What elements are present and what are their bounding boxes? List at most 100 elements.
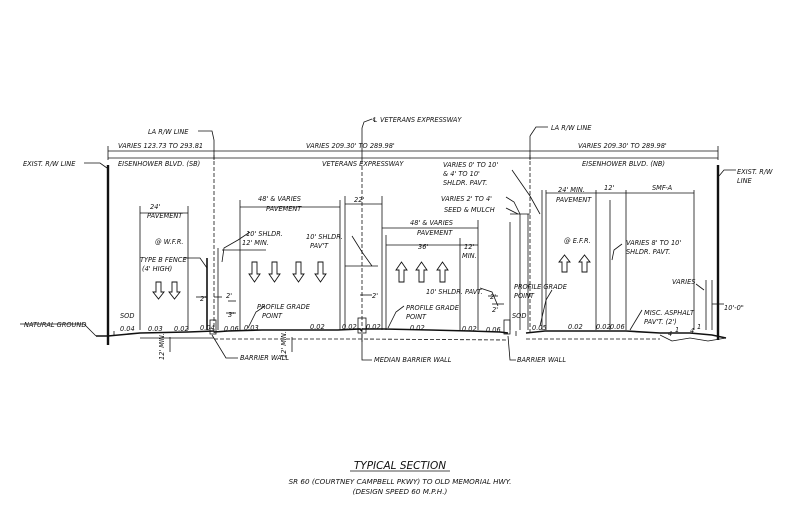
pgp-b-label-1: PROFILE GRADE	[406, 304, 460, 312]
center-22ft-dim: 22'	[354, 196, 364, 204]
right-slope-006: 0.06	[610, 323, 625, 331]
center-10-shldr-pavt-2: PAV'T	[310, 242, 329, 250]
right-pavement-label: PAVEMENT	[556, 196, 592, 204]
down-arrow-icon	[248, 261, 261, 283]
center-slope-006b: 0.06	[486, 326, 501, 334]
left-slope-004a: 0.04	[120, 325, 135, 333]
misc-asphalt-line2: PAV'T. (2')	[644, 318, 677, 326]
top-dimension-lines	[84, 118, 736, 345]
la-rw-left-label: LA R/W LINE	[148, 128, 189, 136]
up-arrow-icon	[558, 254, 571, 273]
center-slope-002d: 0.02	[366, 323, 381, 331]
center-2ft-dim-b: 2'	[226, 292, 232, 300]
center-2ft-dim-c: 2'	[372, 292, 378, 300]
left-slope-002a: 0.02	[174, 325, 189, 333]
fence-height-label: (4' HIGH)	[142, 265, 172, 273]
varies-2-to-4: VARIES 2' TO 4'	[441, 195, 492, 203]
left-sod-label: SOD	[120, 312, 134, 320]
exist-rw-right-label-2: LINE	[737, 177, 753, 185]
down-arrow-icon	[152, 281, 165, 300]
pgp-a-label-2: POINT	[262, 312, 283, 320]
center-pavement-b: PAVEMENT	[417, 229, 453, 237]
smf-a-label: SMF-A	[652, 184, 673, 192]
center-36ft-dim: 36'	[418, 243, 428, 251]
right-efr-label: @ E.F.R.	[564, 237, 591, 245]
center-2ft-dim-d: 2'	[490, 293, 496, 301]
pgp-b-label-2: POINT	[406, 313, 427, 321]
varies-8-10-line1: VARIES 8' TO 10'	[626, 239, 681, 247]
center-48-varies-b: 48' & VARIES	[410, 219, 453, 227]
center-slope-006a: 0.06	[224, 325, 239, 333]
right-side-dims	[505, 169, 724, 336]
sb-lane-arrows	[152, 281, 181, 300]
varies-middle-label: VARIES 209.30' TO 289.98'	[306, 142, 395, 150]
slope-ratio-c: 4	[690, 327, 694, 335]
center-slope-003b: 0.03	[244, 324, 259, 332]
center-slope-002b: 0.02	[310, 323, 325, 331]
right-varies-label: VARIES	[672, 278, 695, 286]
right-pgp-label-1: PROFILE GRADE	[514, 283, 568, 291]
center-12-min-b-2: MIN.	[462, 252, 477, 260]
right-sod-label: SOD	[512, 312, 526, 320]
misc-asphalt-line1: MISC. ASPHALT	[644, 309, 695, 317]
left-wfr-label: @ W.F.R.	[155, 238, 183, 246]
left-pavement-width: 24'	[150, 203, 160, 211]
drawing-title: TYPICAL SECTION	[354, 460, 446, 472]
left-2ft-dim: 2'	[200, 295, 206, 303]
center-10-shldr-a: 10' SHLDR.	[246, 230, 283, 238]
barrier-wall-left-label: BARRIER WALL	[240, 354, 289, 362]
right-slope-002a: 0.02	[568, 323, 583, 331]
up-arrow-icon	[395, 261, 408, 283]
pgp-a-label-1: PROFILE GRADE	[257, 303, 311, 311]
title-line-1: SR 60 (COURTNEY CAMPBELL PKWY) TO OLD ME…	[289, 477, 512, 486]
center-slope-002f: 0.02	[462, 325, 477, 333]
center-10-shldr-pavt-b: 10' SHLDR. PAVT.	[426, 288, 483, 296]
center-48-varies-a: 48' & VARIES	[258, 195, 301, 203]
down-arrow-icon	[314, 261, 327, 283]
center-dims	[217, 196, 504, 352]
varies-left-label: VARIES 123.73 TO 293.81	[118, 142, 203, 150]
eisenhower-nb-label: EISENHOWER BLVD. (NB)	[582, 160, 665, 168]
title-line-2: (DESIGN SPEED 60 M.P.H.)	[353, 487, 448, 496]
left-pavement-label: PAVEMENT	[147, 212, 183, 220]
left-slope-004b: 0.04	[200, 324, 215, 332]
up-arrow-icon	[578, 254, 591, 273]
natural-ground-label: NATURAL GROUND	[24, 321, 86, 329]
center-12-min-c: 12' MIN.	[280, 331, 288, 358]
center-10-shldr-pavt-1: 10' SHLDR.	[306, 233, 343, 241]
right-24min-label: 24' MIN.	[558, 186, 585, 194]
slope-ratio-b: 1	[675, 326, 679, 334]
center-12-min-b-1: 12'	[464, 243, 474, 251]
right-slope-002b: 0.02	[596, 323, 611, 331]
veterans-lane-arrows	[248, 261, 449, 283]
exist-rw-right-label-1: EXIST. R/W	[737, 168, 773, 176]
down-arrow-icon	[292, 261, 305, 283]
right-10ft-dim: 10'-0"	[724, 304, 744, 312]
type-b-fence-label: TYPE B FENCE	[140, 256, 187, 264]
up-arrow-icon	[436, 261, 449, 283]
center-3ft-dim: 3'	[228, 311, 234, 319]
varies-right-label: VARIES 209.30' TO 289.98'	[578, 142, 667, 150]
down-arrow-icon	[168, 281, 181, 300]
center-12-min-a: 12' MIN.	[242, 239, 269, 247]
right-pgp-label-2: POINT	[514, 292, 535, 300]
median-barrier-wall	[357, 317, 367, 334]
varies-0-10-line1: VARIES 0' TO 10'	[443, 161, 498, 169]
eisenhower-sb-label: EISENHOWER BLVD. (SB)	[118, 160, 200, 168]
veterans-expressway-label: VETERANS EXPRESSWAY	[322, 160, 404, 168]
varies-8-10-line2: SHLDR. PAVT.	[626, 248, 670, 256]
exist-rw-left-label: EXIST. R/W LINE	[23, 160, 76, 168]
la-rw-right-label: LA R/W LINE	[551, 124, 592, 132]
varies-0-10-line3: SHLDR. PAVT.	[443, 179, 487, 187]
veterans-centerline-label: ℄ VETERANS EXPRESSWAY	[372, 116, 462, 124]
right-slope-005: 0.05	[532, 324, 547, 332]
center-slope-002c: 0.02	[342, 323, 357, 331]
up-arrow-icon	[415, 261, 428, 283]
right-12ft-dim: 12'	[604, 184, 614, 192]
center-2ft-dim-e: 2'	[492, 306, 498, 314]
left-12min-label: 12' MIN.	[158, 333, 166, 360]
barrier-wall-right-label: BARRIER WALL	[517, 356, 566, 364]
center-slope-002e: 0.02	[410, 324, 425, 332]
